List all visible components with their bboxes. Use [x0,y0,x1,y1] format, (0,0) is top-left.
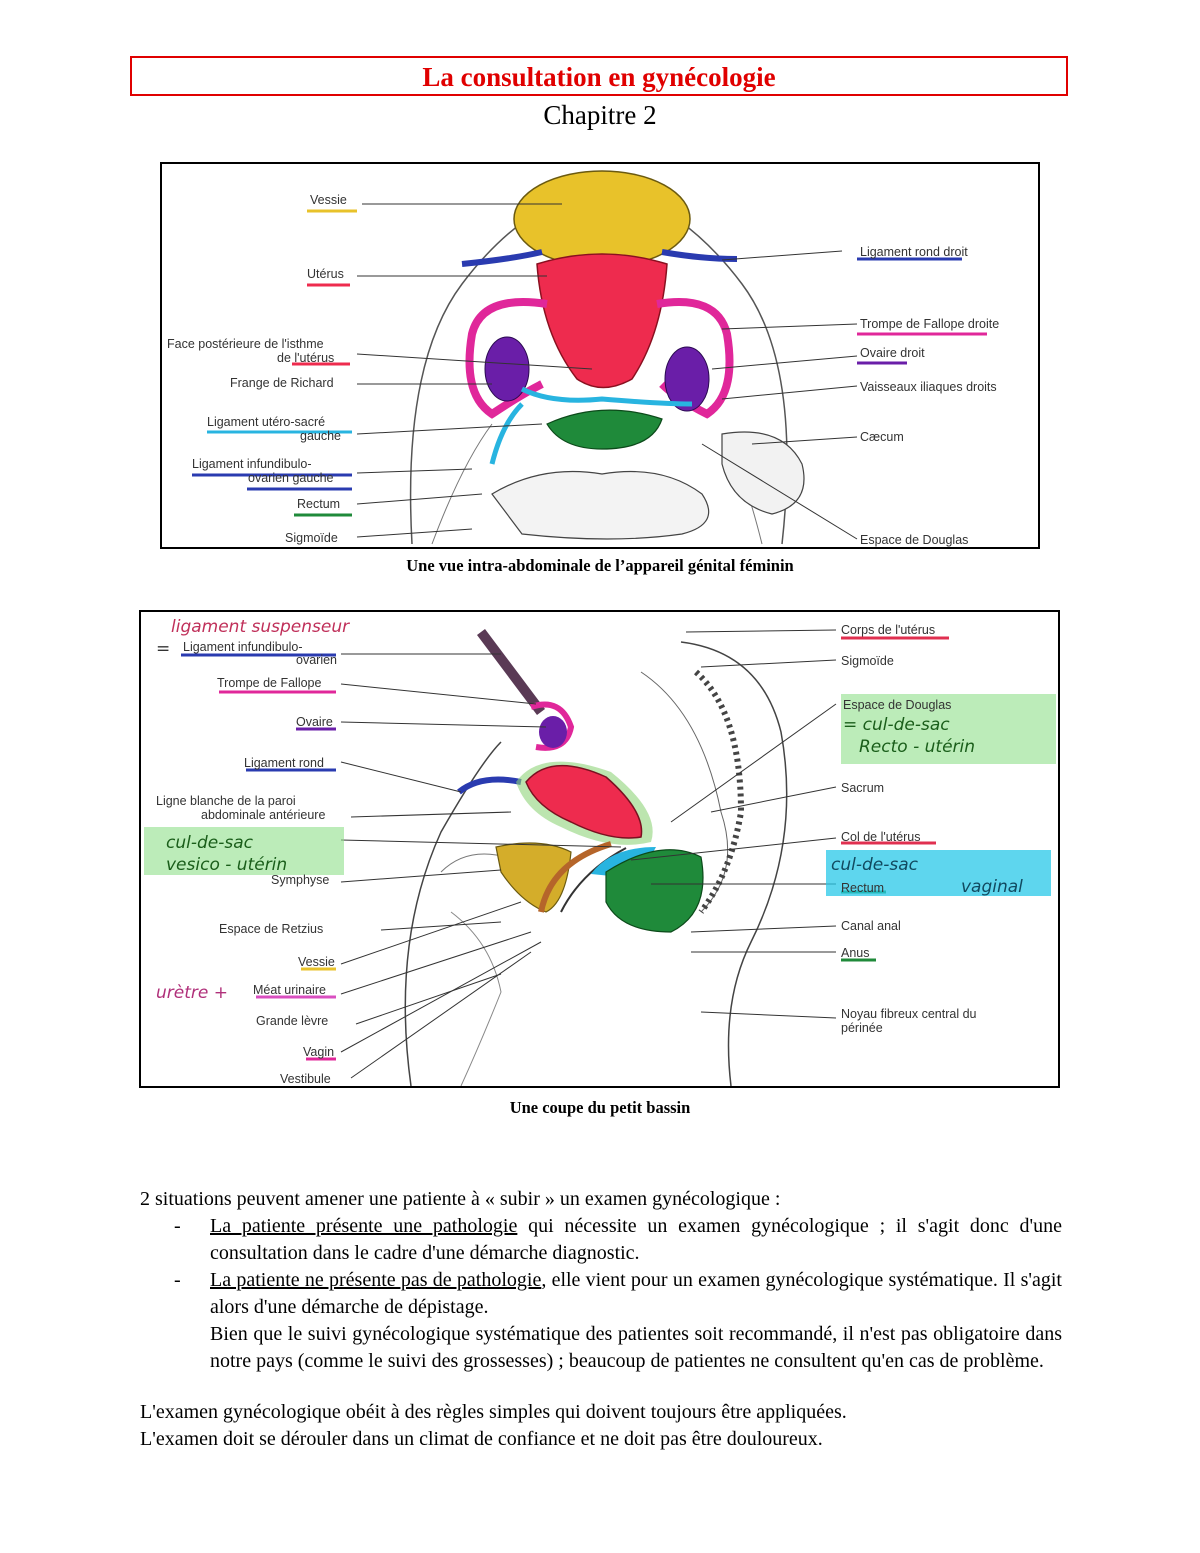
uterus-shape-2 [525,765,643,839]
figure2-illustration: ligament suspenseur = = cul-de-sac Recto… [144,617,1056,1086]
label-grande-levre: Grande lèvre [256,1014,328,1028]
label-ovaire-droit: Ovaire droit [860,346,925,360]
label-canal-anal: Canal anal [841,919,901,933]
label-vaisseaux-iliaques: Vaisseaux iliaques droits [860,380,997,394]
label-sigmoide-f2: Sigmoïde [841,654,894,668]
label-ligament-rond: Ligament rond [244,756,324,770]
label-vagin: Vagin [303,1045,334,1059]
label-vestibule: Vestibule [280,1072,331,1086]
label-corps-uterus: Corps de l'utérus [841,623,935,637]
bullet2-extra-text: Bien que le suivi gynécologique systémat… [210,1323,1062,1372]
label-caecum: Cæcum [860,430,904,444]
title-box: La consultation en gynécologie [130,56,1068,96]
note-cul-de-sac-vaginal-2: vaginal [961,877,1023,897]
note-cul-de-sac-recto-2: Recto - utérin [859,737,975,757]
closing-line-2: L'examen doit se dérouler dans un climat… [140,1428,823,1450]
note-cul-de-sac-vaginal-1: cul-de-sac [831,855,919,875]
label-uterus: Utérus [307,267,344,281]
bullet2-underlined: La patiente ne présente pas de pathologi… [210,1269,542,1291]
label-sigmoide: Sigmoïde [285,531,338,545]
label-ovaire: Ovaire [296,715,333,729]
label-ligament-infundibulo-f2: Ligament infundibulo- [183,640,303,654]
note-cul-de-sac-recto-1: = cul-de-sac [843,715,950,735]
note-ligament-suspenseur: ligament suspenseur [171,617,350,637]
bullet2-text: , elle vient pour un examen gynécologiqu… [210,1269,1062,1318]
note-cul-de-sac-vesico-1: cul-de-sac [166,833,254,853]
label-rectum-f2: Rectum [841,881,884,895]
bullet-dash-1: - [174,1215,181,1237]
label-meat-urinaire: Méat urinaire [253,983,326,997]
label-ligament-utero-sacre: Ligament utéro-sacré [207,415,325,429]
note-uretre: urètre + [156,983,228,1003]
bullet1-underlined: La patiente présente une pathologie [210,1215,518,1237]
label-ligament-infundibulo-f2-2: ovarien [296,653,337,667]
body-text: 2 situations peuvent amener une patiente… [140,1186,1062,1453]
label-ligne-blanche-2: abdominale antérieure [201,808,325,822]
bullet-item-2-continued: Bien que le suivi gynécologique systémat… [140,1321,1062,1375]
closing-line-1: L'examen gynécologique obéit à des règle… [140,1401,847,1423]
figure-pelvis-section: ligament suspenseur = = cul-de-sac Recto… [139,610,1060,1088]
figure1-caption: Une vue intra-abdominale de l’appareil g… [406,556,794,575]
bullet1-text: qui nécessite un examen gynécologique ; … [210,1215,1062,1264]
label-rectum: Rectum [297,497,340,511]
label-vessie: Vessie [310,193,347,207]
bullet-item-2: - La patiente ne présente pas de patholo… [140,1267,1062,1321]
ovary-shape [539,716,567,748]
label-face-posterieure-2: de l'utérus [277,351,334,365]
label-col-uterus: Col de l'utérus [841,830,921,844]
label-trompe-droite: Trompe de Fallope droite [860,317,999,331]
label-ligament-utero-sacre-2: gauche [300,429,341,443]
figure1-illustration: Vessie Utérus Face postérieure de l'isth… [167,170,999,547]
label-vessie-f2: Vessie [298,955,335,969]
chapter-heading: Chapitre 2 [543,100,657,130]
label-ligament-rond-droit: Ligament rond droit [860,245,968,259]
right-ovary-shape [664,346,710,412]
label-ligament-infundibulo-2: ovarien gauche [248,471,334,485]
label-espace-douglas-f2: Espace de Douglas [843,698,951,712]
label-noyau-fibreux: Noyau fibreux central du [841,1007,977,1021]
label-anus: Anus [841,946,870,960]
label-symphyse: Symphyse [271,873,329,887]
rectum-shape [546,409,663,450]
label-face-posterieure: Face postérieure de l'isthme [167,337,324,351]
bladder-shape-2 [495,842,572,913]
label-trompe-fallope: Trompe de Fallope [217,676,321,690]
figure-intra-abdominal-view: Vessie Utérus Face postérieure de l'isth… [160,162,1040,549]
label-espace-retzius: Espace de Retzius [219,922,323,936]
label-frange-richard: Frange de Richard [230,376,334,390]
uterus-shape [536,253,668,389]
document-title: La consultation en gynécologie [422,62,776,92]
figure2-caption: Une coupe du petit bassin [509,1098,691,1117]
label-ligament-infundibulo: Ligament infundibulo- [192,457,312,471]
label-sacrum: Sacrum [841,781,884,795]
label-espace-douglas: Espace de Douglas [860,533,968,547]
label-ligne-blanche: Ligne blanche de la paroi [156,794,296,808]
label-noyau-fibreux-2: périnée [841,1021,883,1035]
bullet-item-1: - La patiente présente une pathologie qu… [140,1213,1062,1267]
intro-paragraph: 2 situations peuvent amener une patiente… [140,1188,781,1210]
note-cul-de-sac-vesico-2: vesico - utérin [166,855,287,875]
rectum-shape-2 [605,849,704,933]
left-ovary-shape [484,336,530,402]
note-equals: = [156,639,170,659]
bullet-dash-2: - [174,1269,181,1291]
